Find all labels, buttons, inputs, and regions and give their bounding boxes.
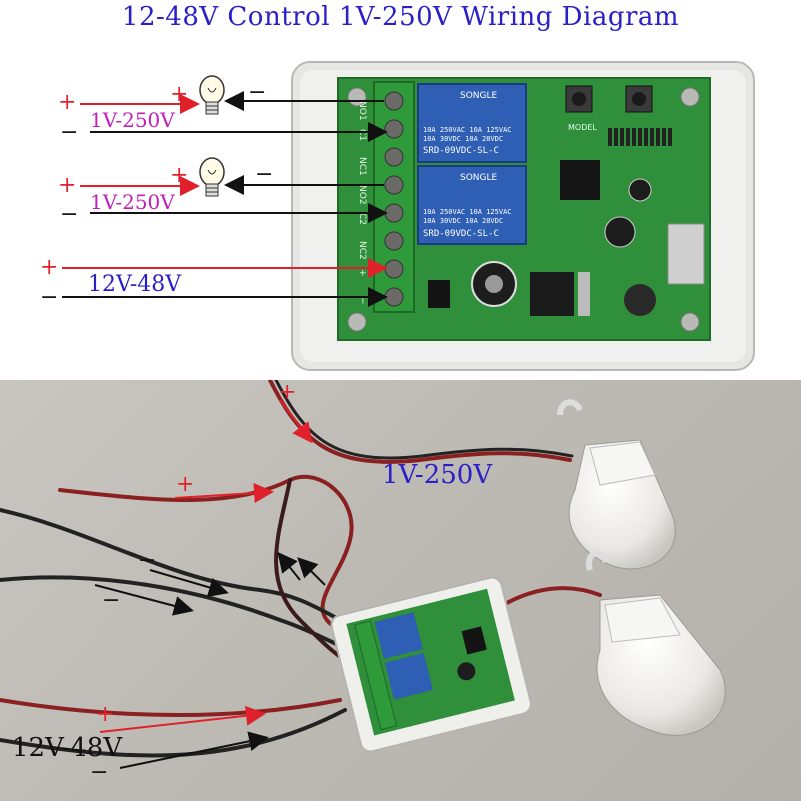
photo-arrow-positive [174, 483, 274, 503]
plus-sign: + [170, 163, 189, 188]
terminal-label: NO2 [357, 185, 367, 205]
bulb-icon [199, 157, 225, 197]
minus-sign: − [60, 202, 79, 227]
diagram-title: 12-48V Control 1V-250V Wiring Diagram [121, 2, 680, 32]
minus-sign: − [40, 285, 59, 310]
relay-model: SRD-09VDC-SL-C [423, 229, 499, 239]
capacitor [604, 216, 636, 248]
plus-sign: + [170, 82, 189, 107]
plus-sign: + [278, 380, 297, 405]
wiring-photo-svg [0, 380, 726, 769]
plus-sign: + [58, 90, 77, 115]
terminal-label: C1 [357, 129, 367, 141]
screw-icon [680, 87, 700, 107]
terminal-screws [384, 91, 404, 307]
photo-arrow-return [297, 557, 326, 586]
relay-2: SONGLE 10A 250VAC 10A 125VAC 10A 30VDC 1… [417, 165, 527, 245]
relay-model: SRD-09VDC-SL-C [423, 146, 499, 156]
terminal-label: C2 [357, 213, 367, 225]
minus-sign: − [102, 588, 121, 613]
photo-bulb-upper [557, 399, 676, 570]
load2-voltage-label: 1V-250V [90, 190, 175, 214]
regulator-chip [530, 272, 574, 316]
transistor [428, 280, 450, 308]
terminal-label: NC2 [357, 241, 367, 260]
plus-sign: + [96, 702, 115, 727]
photo-arrow-positive [99, 705, 266, 733]
terminal-label: NC1 [357, 157, 367, 176]
inductor [624, 284, 656, 316]
screw-icon [680, 312, 700, 332]
plus-sign: + [40, 255, 59, 280]
minus-sign: − [248, 80, 267, 105]
supply-voltage-label: 12V-48V [88, 272, 182, 297]
regulator-pins [578, 272, 590, 316]
wiring-photo-panel: + + 1V-250V − − + 12V-48V − [0, 380, 801, 801]
relay-rating: 10A 250VAC 10A 125VAC [423, 126, 512, 134]
crystal-oscillator [667, 223, 705, 285]
minus-sign: − [255, 162, 274, 187]
photo-bulb-lower [586, 550, 726, 736]
plus-sign: + [58, 173, 77, 198]
pcb-button-cap [632, 92, 646, 106]
terminal-label: + [357, 269, 367, 277]
relay-1: SONGLE 10A 250VAC 10A 125VAC 10A 30VDC 1… [417, 83, 527, 163]
minus-sign: − [90, 760, 109, 785]
relay-rating: 10A 250VAC 10A 125VAC [423, 208, 512, 216]
plus-sign: + [176, 472, 195, 497]
capacitor [628, 178, 652, 202]
photo-arrow-negative [94, 584, 194, 616]
antenna-coil [608, 128, 672, 146]
relay-brand: SONGLE [460, 91, 498, 101]
photo-load-voltage-label: 1V-250V [382, 460, 493, 490]
relay-brand: SONGLE [460, 173, 498, 183]
photo-arrow-negative [149, 569, 229, 598]
terminal-label: NO1 [357, 101, 367, 121]
decoder-chip [560, 160, 600, 200]
pcb-button-cap [572, 92, 586, 106]
load1-voltage-label: 1V-250V [90, 108, 175, 132]
photo-arrow-negative [119, 731, 269, 769]
photo-supply-voltage-label: 12V-48V [12, 733, 123, 763]
wiring-diagram-panel: NO1 C1 NC1 NO2 C2 NC2 + − SONGLE 10A 250… [0, 40, 801, 380]
minus-sign: − [138, 548, 157, 573]
terminal-labels: NO1 C1 NC1 NO2 C2 NC2 + − [357, 101, 367, 305]
wiring-diagram-svg: NO1 C1 NC1 NO2 C2 NC2 + − SONGLE 10A 250… [62, 61, 755, 371]
relay-rating: 10A 30VDC 10A 28VDC [423, 217, 503, 225]
photo-arrow-return [277, 551, 301, 581]
photo-relay-module [330, 576, 532, 753]
relay-rating: 10A 30VDC 10A 28VDC [423, 135, 503, 143]
bulb-icon [199, 75, 225, 115]
board-model-label: MODEL [568, 123, 597, 132]
photo-arrow-positive [279, 399, 313, 444]
terminal-label: − [357, 297, 367, 305]
minus-sign: − [60, 120, 79, 145]
screw-icon [347, 312, 367, 332]
capacitor-top [485, 275, 503, 293]
